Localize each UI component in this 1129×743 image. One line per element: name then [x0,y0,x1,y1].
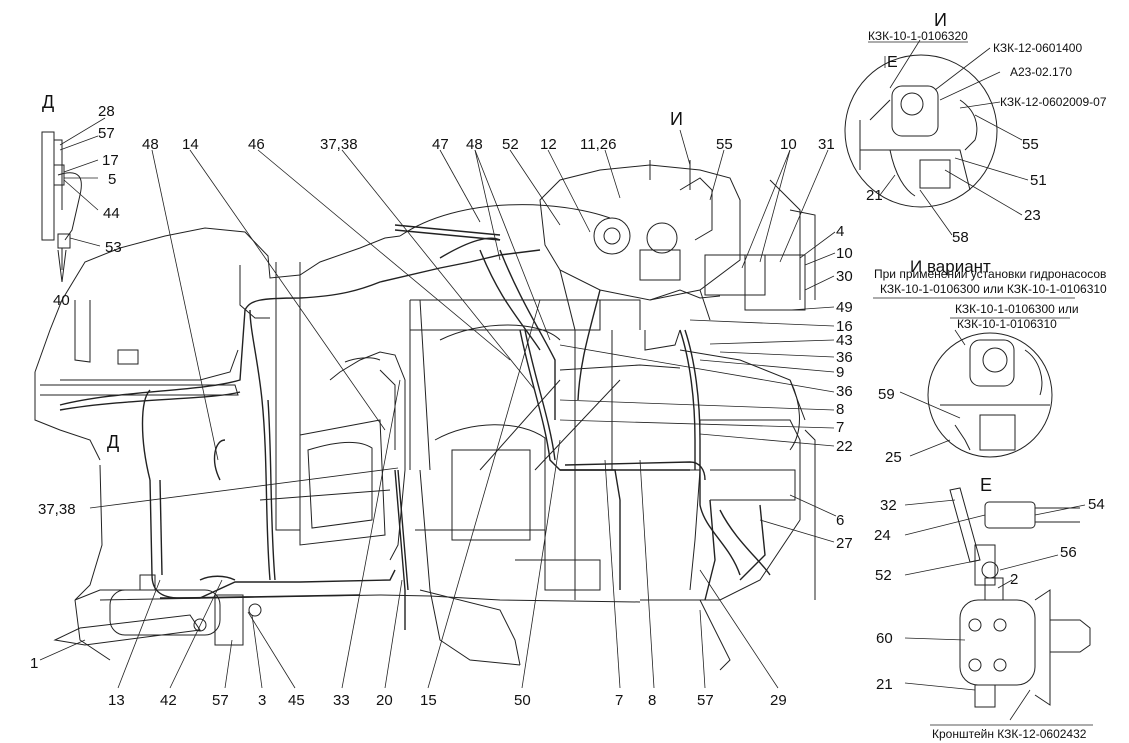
view-i-variant-callout-59: 59 [878,386,895,403]
callout-4: 4 [836,223,844,240]
callout-47: 47 [432,136,449,153]
view-i-variant-callout-25: 25 [885,449,902,466]
view-i-callout-23: 23 [1024,207,1041,224]
callout-37-38-b: 37,38 [38,501,76,518]
callout-14: 14 [182,136,199,153]
callout-8: 8 [836,401,844,418]
callout-9: 9 [836,364,844,381]
callout-28: 28 [98,103,115,120]
view-e-title: Е [980,475,992,495]
callout-48-b: 48 [466,136,483,153]
callout-3: 3 [258,692,266,709]
pump-unit [539,160,816,331]
leader-lines [39,39,1093,726]
callout-42: 42 [160,692,177,709]
view-i-variant-title: И вариант [910,257,991,276]
view-e-callout-52: 52 [875,567,892,584]
callout-7: 7 [836,419,844,436]
callout-6: 6 [836,512,844,529]
callout-52: 52 [502,136,519,153]
callout-7-b: 7 [615,692,623,709]
callout-48: 48 [142,136,159,153]
callout-36: 36 [836,349,853,366]
callout-view-i: И [670,109,683,129]
callout-10-b: 10 [836,245,853,262]
callout-57: 57 [98,125,115,142]
hydraulic-hoses [59,224,771,630]
callout-5: 5 [108,171,116,188]
view-e-drawing [949,487,1091,708]
view-i-variant-line1: При применении установки гидронасосов [874,267,1106,281]
callout-50: 50 [514,692,531,709]
view-i-variant-part-b: КЗК-10-1-0106310 [957,317,1057,331]
callout-16: 16 [836,318,853,335]
view-i-title: И [934,10,947,30]
callout-49: 49 [836,299,853,316]
view-e-bracket-label: Кронштейн КЗК-12-0602432 [932,727,1087,741]
view-e-callout-60: 60 [876,630,893,647]
callout-11-26: 11,26 [580,136,616,153]
callout-17: 17 [102,152,119,169]
callout-1: 1 [30,655,38,672]
callout-29: 29 [770,692,787,709]
callout-37-38: 37,38 [320,136,358,153]
view-i-variant-drawing [927,332,1053,458]
callout-15: 15 [420,692,437,709]
view-i-e-letter: Е [887,54,898,71]
callout-44: 44 [103,205,120,222]
callout-43: 43 [836,332,853,349]
view-i-part-0601400: КЗК-12-0601400 [993,41,1082,55]
callout-27: 27 [836,535,853,552]
callout-40: 40 [53,292,70,309]
view-i-callout-51: 51 [1030,172,1047,189]
view-i-part-0602009: КЗК-12-0602009-07 [1000,95,1107,109]
callout-13: 13 [108,692,125,709]
view-e-callout-24: 24 [874,527,891,544]
callout-8-b: 8 [648,692,656,709]
callout-31: 31 [818,136,835,153]
view-e-callout-54: 54 [1088,496,1105,513]
callout-30: 30 [836,268,853,285]
callout-36-b: 36 [836,383,853,400]
view-i-callout-58: 58 [952,229,969,246]
callout-53: 53 [105,239,122,256]
callout-45: 45 [288,692,305,709]
hydraulic-cylinder [53,574,262,646]
view-i-variant-line2: КЗК-10-1-0106300 или КЗК-10-1-0106310 [880,282,1107,296]
view-e-callout-21: 21 [876,676,893,693]
callout-22: 22 [836,438,853,455]
view-e-callout-56: 56 [1060,544,1077,561]
detail-d-drawing [41,131,82,283]
callout-55: 55 [716,136,733,153]
callout-57-b: 57 [212,692,229,709]
view-i-part-0106320: КЗК-10-1-0106320 [868,29,968,43]
callout-view-d-arrow: Д [107,432,119,452]
view-i-callout-21: 21 [866,187,883,204]
callout-view-d: Д [42,92,54,112]
view-e-callout-2: 2 [1010,571,1018,588]
callout-20: 20 [376,692,393,709]
callout-46: 46 [248,136,265,153]
view-i-variant-part-a: КЗК-10-1-0106300 или [955,302,1079,316]
view-e-callout-32: 32 [880,497,897,514]
callout-12: 12 [540,136,557,153]
callout-57-c: 57 [697,692,714,709]
view-i-callout-55: 55 [1022,136,1039,153]
view-i-drawing [844,54,998,208]
view-i-part-a23: А23-02.170 [1010,65,1072,79]
callout-33: 33 [333,692,350,709]
callout-10: 10 [780,136,797,153]
